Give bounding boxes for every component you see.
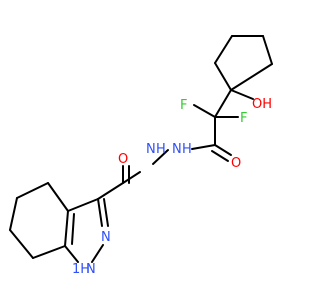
atom-n-hydrazide-a-label: N	[172, 142, 182, 157]
bond-ring5-4	[262, 35, 273, 65]
bond-cf2-fleft	[193, 104, 216, 118]
atom-h-hydrazide-b-label: H	[156, 142, 166, 157]
bond-co-right-b	[211, 150, 229, 162]
bond-hex-1	[47, 182, 69, 212]
bond-pyr-c7a-c3a-b	[71, 213, 75, 245]
atom-labels: OH F F O N H N H O N 1H N	[72, 97, 272, 277]
bond-hex-2	[16, 182, 49, 199]
atom-oh-label: OH	[252, 97, 272, 112]
chemical-structure: OH F F O N H N H O N 1H N	[9, 35, 273, 277]
bond-pyr-c7a-c3a-a	[64, 210, 69, 247]
bond-pyr-c3-n2-a	[97, 198, 103, 227]
atom-o-left-label: O	[118, 152, 128, 167]
atom-h-hydrazide-a-label: H	[182, 142, 192, 157]
bond-co-right-a	[214, 144, 232, 156]
bond-c-oh	[230, 89, 254, 100]
bond-co-n-a	[191, 144, 216, 150]
bond-co-c3	[97, 182, 124, 200]
bond-pyr-n2-n1	[91, 244, 104, 263]
bond-hex-3	[9, 197, 18, 231]
atom-nh-pyrazole-label: 1H	[72, 262, 90, 277]
bond-c-cf2	[214, 89, 232, 118]
atom-n-hydrazide-b-label: N	[146, 142, 156, 157]
bond-n-co-left	[122, 171, 141, 184]
bond-pyr-c3a-c3	[67, 198, 99, 212]
atom-f-left-label: F	[180, 98, 187, 113]
atom-f-right-label: F	[240, 111, 247, 126]
bond-ring5-5	[230, 63, 273, 91]
atom-n-pyrazole-h-label: N	[86, 262, 96, 277]
bonds	[9, 35, 273, 263]
bond-hex-4	[9, 229, 34, 259]
atom-o-right-label: O	[231, 156, 241, 171]
atom-n-pyrazole-label: N	[101, 230, 111, 245]
bond-ring5-2	[214, 35, 233, 64]
bond-pyr-c3-n2-b	[103, 198, 109, 227]
bond-pyr-n1-c7a	[64, 245, 79, 263]
bond-n-n	[152, 149, 169, 165]
bond-hex-5	[32, 245, 66, 259]
bond-ring5-1	[214, 62, 232, 91]
